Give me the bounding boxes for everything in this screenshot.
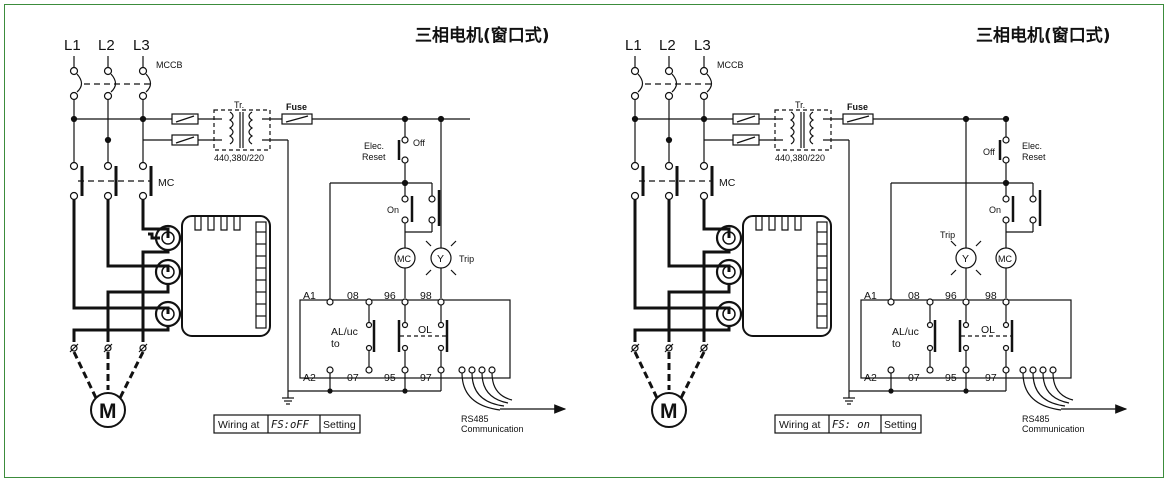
terminal-98: 98 bbox=[985, 290, 997, 302]
terminal-97: 97 bbox=[420, 372, 432, 384]
terminal-98: 98 bbox=[420, 290, 432, 302]
phase-l2-label: L2 bbox=[659, 37, 676, 54]
phase-l1-label: L1 bbox=[64, 37, 81, 54]
on-switch-label: On bbox=[989, 205, 1001, 215]
mc-contactor-label: MC bbox=[719, 177, 736, 189]
reset-switch-label-1: Elec. bbox=[1022, 141, 1042, 151]
rs485-label-2: Communication bbox=[1022, 424, 1085, 434]
off-switch-label: Off bbox=[983, 147, 995, 157]
terminal-08: 08 bbox=[347, 290, 359, 302]
reset-switch-label-2: Reset bbox=[1022, 152, 1046, 162]
rs485-label-2: Communication bbox=[461, 424, 524, 434]
terminal-a2: A2 bbox=[303, 372, 316, 384]
transformer-ratings: 440,380/220 bbox=[775, 153, 825, 163]
transformer-label: Tr. bbox=[234, 100, 244, 110]
fuse-label: Fuse bbox=[286, 102, 307, 112]
ol-contact-label: OL bbox=[981, 324, 995, 336]
motor-label: M bbox=[99, 400, 117, 423]
ol-contact-label: OL bbox=[418, 324, 432, 336]
wiring-suffix: Setting bbox=[884, 419, 917, 431]
terminal-08: 08 bbox=[908, 290, 920, 302]
trip-lamp-symbol: Y bbox=[962, 253, 969, 265]
aluc-contact-label-2: to bbox=[892, 338, 901, 350]
mccb-label: MCCB bbox=[717, 60, 744, 70]
phase-l3-label: L3 bbox=[133, 37, 150, 54]
terminal-07: 07 bbox=[347, 372, 359, 384]
diagram-frame bbox=[4, 4, 1164, 478]
wiring-prefix: Wiring at bbox=[218, 419, 260, 431]
wiring-prefix: Wiring at bbox=[779, 419, 821, 431]
terminal-a1: A1 bbox=[864, 290, 877, 302]
terminal-96: 96 bbox=[384, 290, 396, 302]
mc-coil-label: MC bbox=[998, 254, 1012, 264]
wiring-suffix: Setting bbox=[323, 419, 356, 431]
rs485-label-1: RS485 bbox=[1022, 414, 1050, 424]
off-switch-label: Off bbox=[413, 138, 425, 148]
phase-l3-label: L3 bbox=[694, 37, 711, 54]
mc-coil-label: MC bbox=[397, 254, 411, 264]
terminal-07: 07 bbox=[908, 372, 920, 384]
mc-contactor-label: MC bbox=[158, 177, 175, 189]
phase-l1-label: L1 bbox=[625, 37, 642, 54]
motor-label: M bbox=[660, 400, 678, 423]
terminal-95: 95 bbox=[384, 372, 396, 384]
panel-1: 三相电机(窗口式) L1 L2 L3 MCCB bbox=[64, 25, 567, 434]
terminal-95: 95 bbox=[945, 372, 957, 384]
rs485-label-1: RS485 bbox=[461, 414, 489, 424]
mccb-label: MCCB bbox=[156, 60, 183, 70]
fuse-label: Fuse bbox=[847, 102, 868, 112]
transformer-ratings: 440,380/220 bbox=[214, 153, 264, 163]
terminal-a2: A2 bbox=[864, 372, 877, 384]
transformer-label: Tr. bbox=[795, 100, 805, 110]
reset-switch-label-1: Elec. bbox=[364, 141, 384, 151]
panel-title: 三相电机(窗口式) bbox=[415, 25, 550, 46]
terminal-96: 96 bbox=[945, 290, 957, 302]
wiring-code: FS: on bbox=[832, 419, 870, 431]
terminal-97: 97 bbox=[985, 372, 997, 384]
reset-switch-label-2: Reset bbox=[362, 152, 386, 162]
aluc-contact-label-2: to bbox=[331, 338, 340, 350]
panel-title: 三相电机(窗口式) bbox=[976, 25, 1111, 46]
wiring-code: FS:oFF bbox=[271, 419, 310, 431]
on-switch-label: On bbox=[387, 205, 399, 215]
panel-2: 三相电机(窗口式) L1 L2 L3 MCCB MC bbox=[625, 25, 1128, 434]
trip-lamp-symbol: Y bbox=[437, 253, 444, 265]
terminal-a1: A1 bbox=[303, 290, 316, 302]
trip-lamp-label: Trip bbox=[940, 230, 955, 240]
phase-l2-label: L2 bbox=[98, 37, 115, 54]
aluc-contact-label-1: AL/uc bbox=[331, 326, 358, 338]
aluc-contact-label-1: AL/uc bbox=[892, 326, 919, 338]
trip-lamp-label: Trip bbox=[459, 254, 474, 264]
